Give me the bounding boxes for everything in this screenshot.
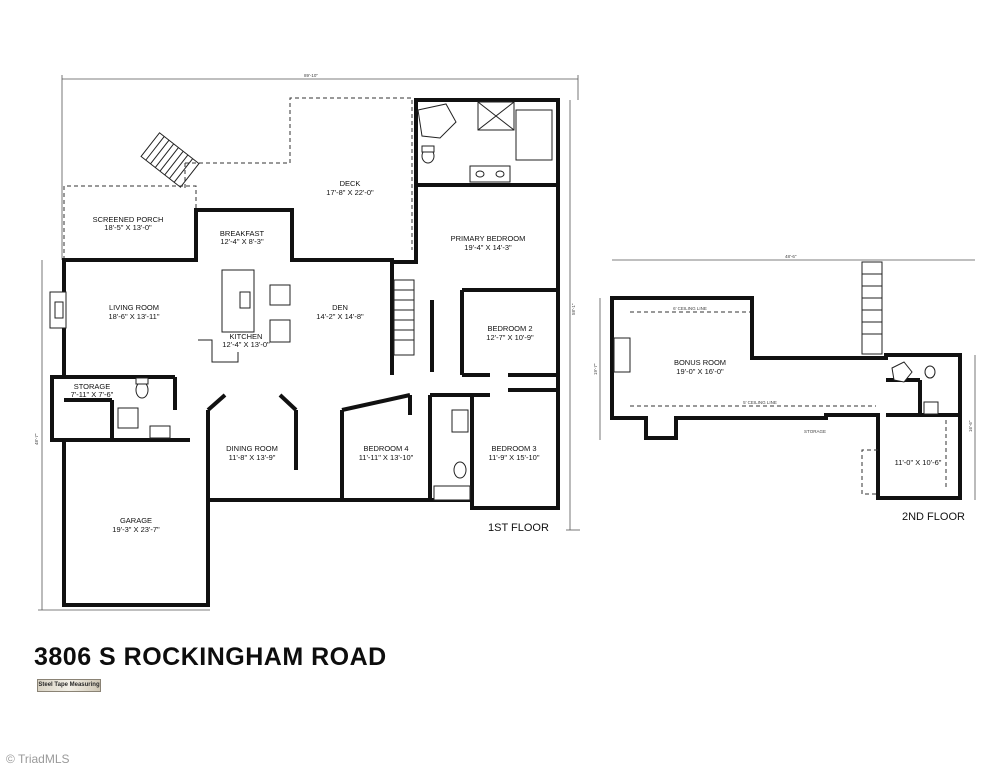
laundry-fixtures [117, 377, 171, 439]
bedroom3-dims: 11'-9" X 15'-10" [489, 453, 540, 462]
stairs-1st-floor [393, 279, 415, 356]
bedroom2-label: BEDROOM 2 [487, 324, 532, 333]
kitchen-fixtures [198, 269, 291, 363]
screened-porch-outline [63, 185, 197, 260]
den-label: DEN [332, 303, 348, 312]
breakfast-dims: 12'-4" X 8'-3" [220, 237, 264, 246]
fireplace [49, 291, 67, 329]
deck-outline [185, 97, 413, 250]
bonus-room-dims: 19'-0" X 16'-0" [676, 367, 724, 376]
deck-stairs [140, 132, 200, 188]
dim-top-2nd: 48'-6" [785, 254, 797, 259]
living-room-dims: 18'-6" X 13'-11" [109, 312, 160, 321]
bedroom4-dims: 11'-11" X 13'-10" [359, 453, 414, 462]
den-dims: 14'-2" X 14'-8" [316, 312, 364, 321]
exterior-walls-2nd [610, 296, 962, 500]
screened-porch-label: SCREENED PORCH [93, 215, 164, 224]
bonus-room-label: BONUS ROOM [674, 358, 726, 367]
bedroom4-label: BEDROOM 4 [363, 444, 408, 453]
deck-dims: 17'-8" X 22'-0" [326, 188, 374, 197]
exterior-walls-1st [50, 98, 560, 607]
storage-dashed-outline [861, 449, 878, 495]
measuring-company-logo: Steel Tape Measuring [37, 679, 101, 692]
dormer-vent [613, 337, 631, 373]
ceiling-line-lower: 5' CEILING LINE [743, 400, 777, 405]
first-floor-label: 1ST FLOOR [488, 522, 549, 534]
dim-left-2nd: 19'-7" [593, 363, 598, 375]
dining-room-dims: 11'-8" X 13'-9" [229, 453, 276, 462]
breakfast-label: BREAKFAST [220, 229, 265, 238]
storage-dims: 7'-11" X 7'-6" [71, 390, 114, 399]
deck-label: DECK [340, 179, 361, 188]
primary-bedroom-dims: 19'-4" X 14'-3" [464, 243, 512, 252]
primary-bath-fixtures [417, 101, 553, 183]
second-floor-bath-fixtures [886, 361, 960, 417]
dim-top-1st: 89'-10" [304, 73, 318, 78]
property-address: 3806 S ROCKINGHAM ROAD [34, 643, 387, 671]
second-floor-label: 2ND FLOOR [902, 511, 965, 523]
dim-left-1st: 48'-7" [34, 433, 39, 445]
interior-walls-1st [64, 183, 558, 500]
living-room-label: LIVING ROOM [109, 303, 159, 312]
primary-bedroom-label: PRIMARY BEDROOM [451, 234, 526, 243]
room-2nd-dims: 11'-0" X 10'-6" [895, 458, 942, 467]
kitchen-label: KITCHEN [230, 332, 263, 341]
storage-label: STORAGE [74, 382, 111, 391]
screened-porch-dims: 18'-5" X 13'-0" [104, 223, 152, 232]
bedroom2-dims: 12'-7" X 10'-9" [486, 333, 534, 342]
dimension-lines: 89'-10" 58'-1" 48'-7" 48'-6" 19'-7" 16'-… [34, 73, 976, 611]
hall-bath-fixtures [433, 409, 471, 501]
garage-label: GARAGE [120, 516, 152, 525]
stairs-2nd-floor [861, 261, 883, 355]
mls-credit: © TriadMLS [6, 752, 70, 766]
room-labels-1st: DECK 17'-8" X 22'-0" SCREENED PORCH 18'-… [71, 179, 540, 534]
first-floor-plan: DECK 17'-8" X 22'-0" SCREENED PORCH 18'-… [49, 97, 560, 607]
ceiling-line-upper: 6' CEILING LINE [673, 306, 707, 311]
garage-dims: 19'-3" X 23'-7" [112, 525, 160, 534]
dim-right-2nd: 16'-6" [968, 420, 973, 432]
dim-right-1st: 58'-1" [571, 303, 576, 315]
dining-room-label: DINING ROOM [226, 444, 278, 453]
kitchen-dims: 12'-4" X 13'-0" [222, 340, 270, 349]
second-floor-plan: 6' CEILING LINE 5' CEILING LINE BONUS RO… [610, 261, 965, 523]
storage-2nd-label: STORAGE [804, 429, 826, 434]
bedroom3-label: BEDROOM 3 [491, 444, 536, 453]
